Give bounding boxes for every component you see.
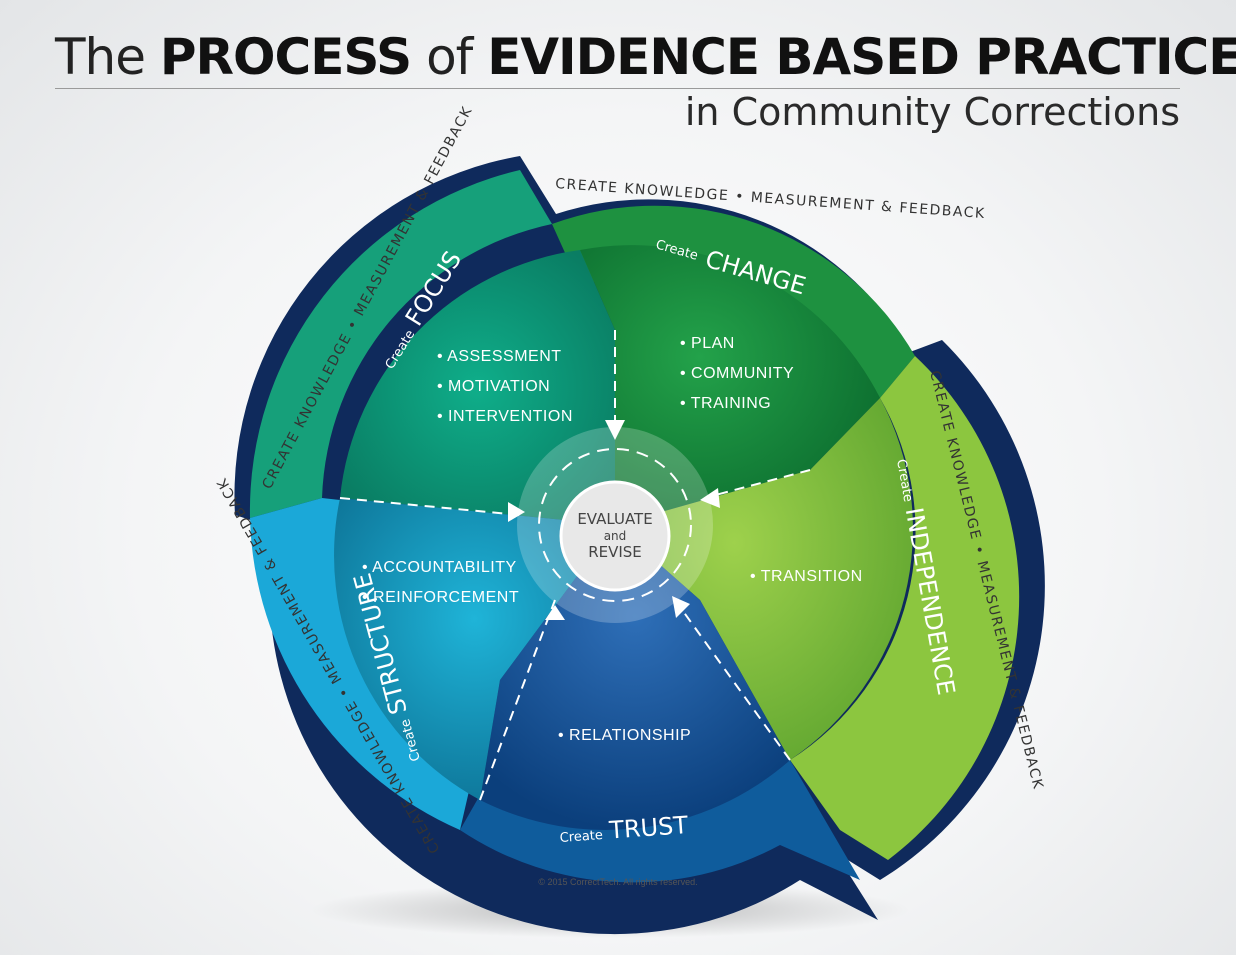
label-trust: Create TRUST (559, 811, 689, 846)
segment-trust (480, 525, 790, 830)
center-line-1: EVALUATE (577, 510, 652, 528)
change-item: • PLAN (680, 335, 735, 352)
segment-independence (615, 398, 913, 760)
independence-items: • TRANSITION (750, 568, 863, 585)
title-word-process: PROCESS (159, 28, 412, 86)
change-item: • TRAINING (680, 395, 771, 412)
change-item: • COMMUNITY (680, 365, 794, 382)
focus-item: • INTERVENTION (437, 408, 573, 425)
center-circle (559, 480, 671, 592)
segment-focus (340, 250, 615, 525)
change-items: • PLAN • COMMUNITY • TRAINING (680, 335, 794, 412)
focus-item: • ASSESSMENT (437, 348, 562, 365)
copyright-notice: © 2015 CorrectTech. All rights reserved. (538, 877, 698, 887)
focus-items: • ASSESSMENT • MOTIVATION • INTERVENTION (437, 348, 573, 425)
page-subtitle: in Community Corrections (684, 90, 1180, 134)
trust-title: TRUST (607, 811, 689, 845)
hub-arrowheads (508, 420, 720, 620)
independence-item: • TRANSITION (750, 568, 863, 585)
page-title: The PROCESS of EVIDENCE BASED PRACTICES (55, 22, 1236, 92)
structure-item: • ACCOUNTABILITY (362, 559, 517, 576)
trust-create: Create (559, 828, 603, 846)
title-word-ebp: EVIDENCE BASED PRACTICES (487, 28, 1236, 86)
title-prefix: The (55, 28, 146, 86)
structure-items: • ACCOUNTABILITY • REINFORCEMENT (362, 559, 519, 606)
center-line-3: REVISE (588, 543, 642, 561)
hub-dashed-loop (538, 448, 692, 602)
center-line-2: and (604, 529, 627, 543)
title-divider (55, 88, 1180, 89)
structure-item: • REINFORCEMENT (362, 589, 519, 606)
trust-item: • RELATIONSHIP (558, 727, 691, 744)
independence-create: Create (893, 458, 915, 503)
focus-item: • MOTIVATION (437, 378, 550, 395)
trust-items: • RELATIONSHIP (558, 727, 691, 744)
segment-change (580, 245, 880, 525)
inner-segments (334, 245, 913, 830)
title-joiner: of (426, 28, 473, 86)
hub-spokes (339, 330, 811, 801)
segment-structure (334, 498, 615, 800)
